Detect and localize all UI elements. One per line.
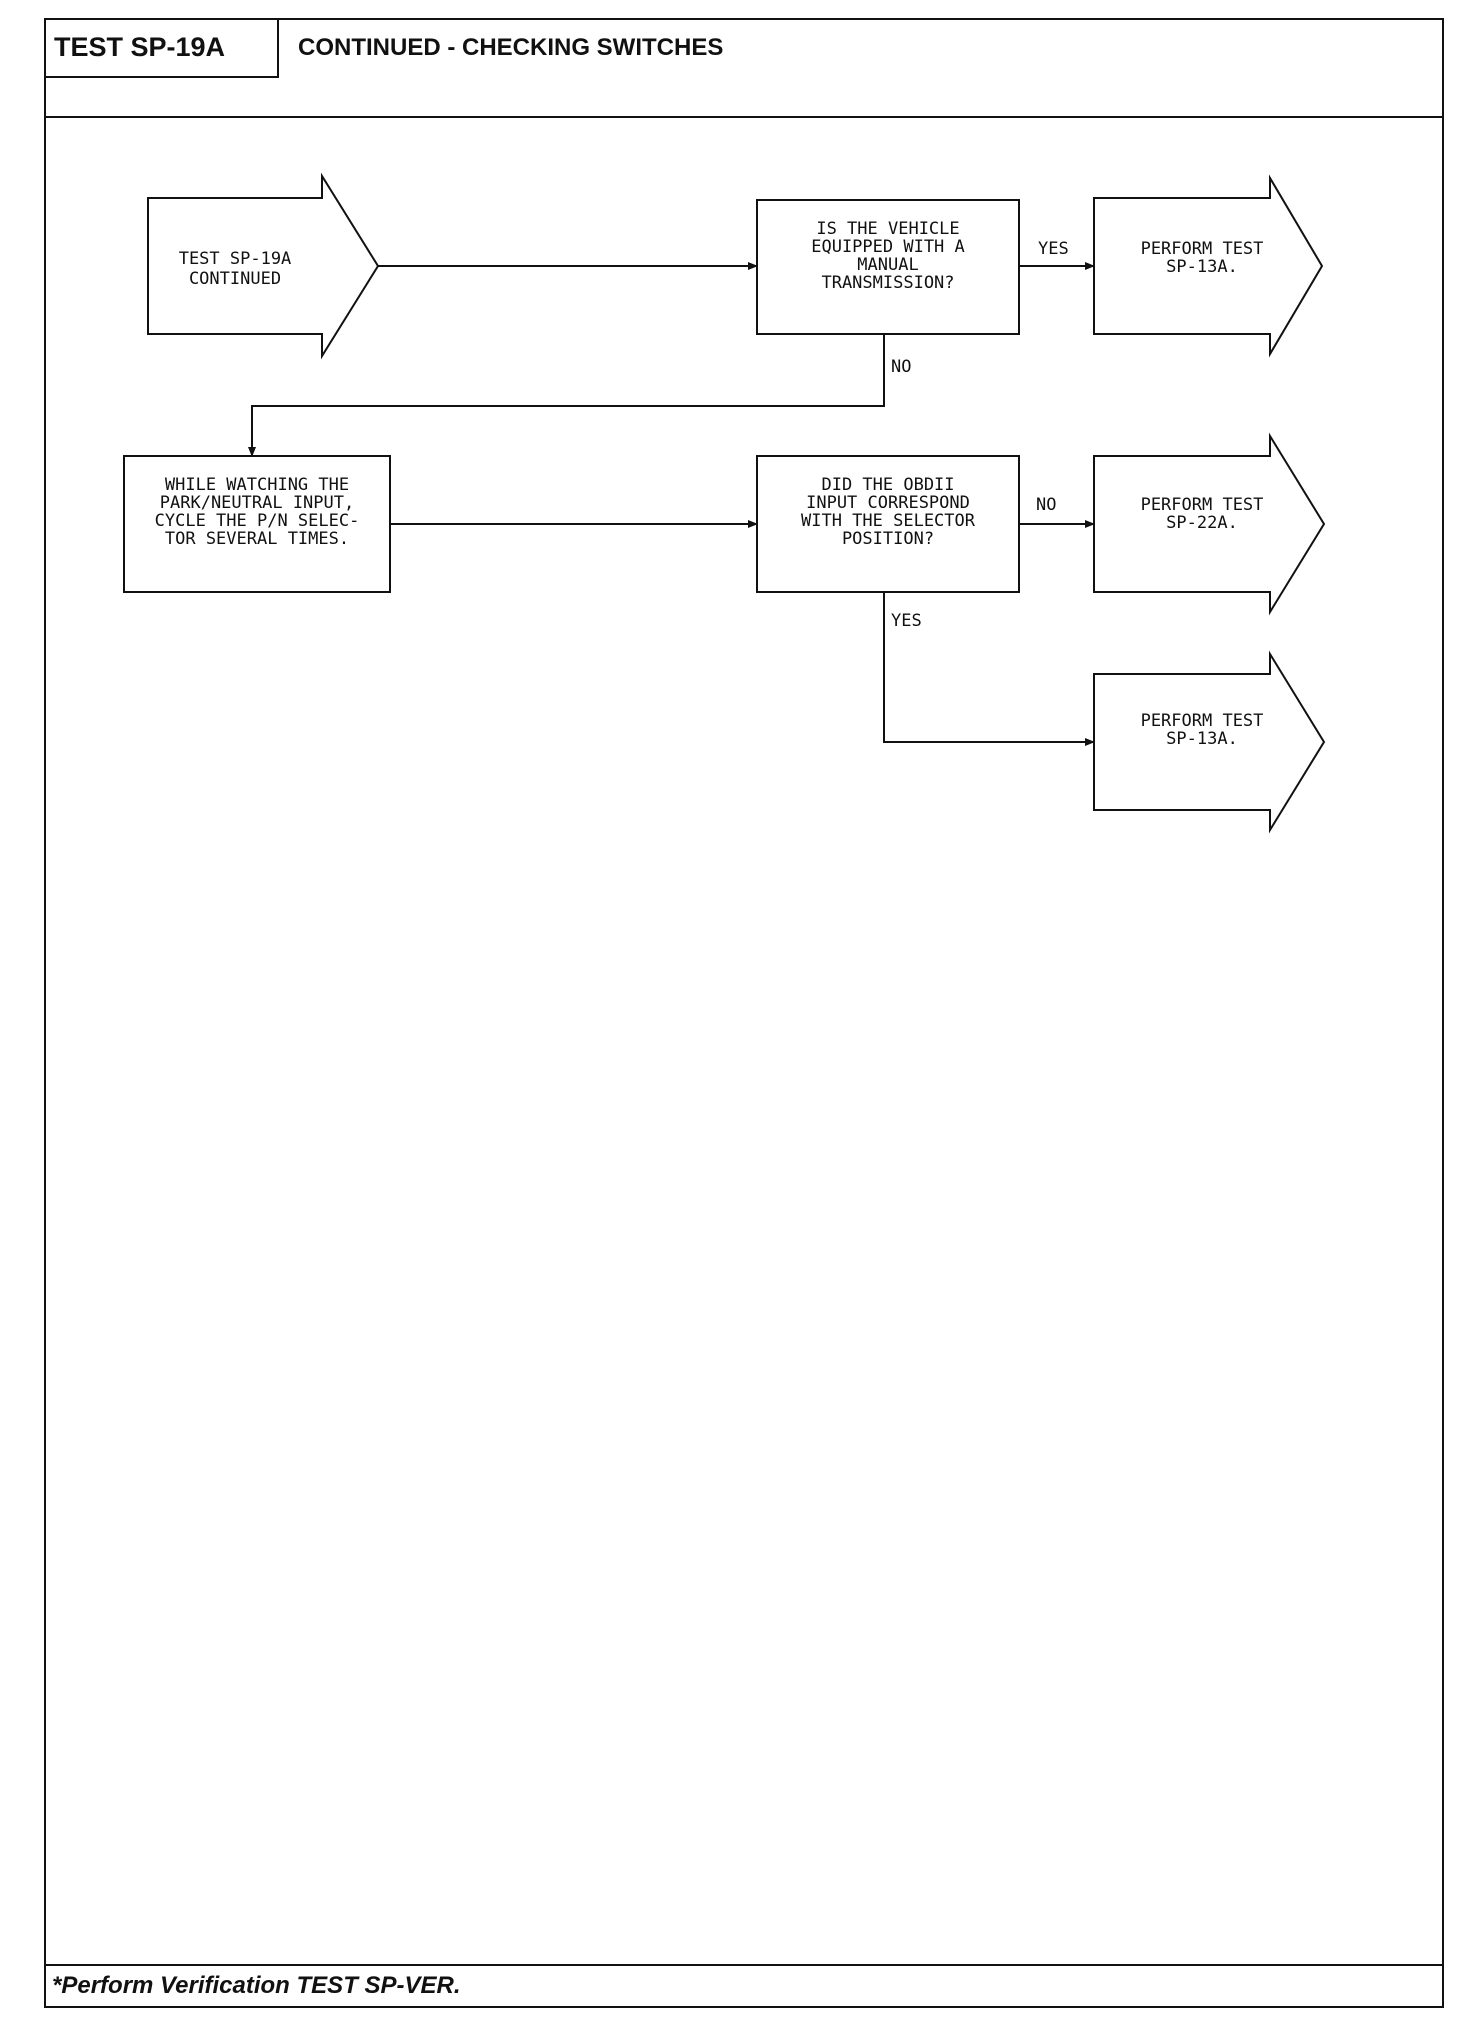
r2-node: PERFORM TEST SP-22A. [1093, 432, 1326, 616]
r2-text-line-2: SP-22A. [1166, 513, 1238, 533]
r1-text-line-2: SP-13A. [1166, 257, 1238, 277]
connector-q1-no [248, 334, 885, 457]
page-frame: TEST SP-19A CONTINUED - CHECKING SWITCHE… [44, 18, 1444, 2008]
footer-note: *Perform Verification TEST SP-VER. [52, 1972, 461, 1999]
r1-node: PERFORM TEST SP-13A. [1093, 174, 1324, 358]
q2-text-line-2: INPUT CORRESPOND [806, 493, 970, 513]
q1-text-line-3: MANUAL [857, 255, 918, 275]
q2-text-line-3: WITH THE SELECTOR [801, 511, 976, 531]
r3-node: PERFORM TEST SP-13A. [1093, 650, 1326, 834]
test-id-box: TEST SP-19A [46, 20, 279, 78]
footer: *Perform Verification TEST SP-VER. [46, 1964, 1442, 2006]
q1-yes-label: YES [1038, 239, 1069, 259]
q1-text-line-1: IS THE VEHICLE [816, 219, 959, 239]
page-title: CONTINUED - CHECKING SWITCHES [298, 34, 724, 61]
action-text-line-2: PARK/NEUTRAL INPUT, [160, 493, 354, 513]
q2-node: DID THE OBDII INPUT CORRESPOND WITH THE … [756, 455, 1020, 593]
start-text-line-2: CONTINUED [189, 269, 281, 289]
q1-no-label: NO [891, 357, 911, 377]
action-text-line-4: TOR SEVERAL TIMES. [165, 529, 349, 549]
q2-no-label: NO [1036, 495, 1056, 515]
r1-text-line-1: PERFORM TEST [1141, 239, 1264, 259]
r3-text-line-2: SP-13A. [1166, 729, 1238, 749]
q1-text-line-4: TRANSMISSION? [821, 273, 954, 293]
action-node: WHILE WATCHING THE PARK/NEUTRAL INPUT, C… [123, 455, 391, 593]
action-text-line-1: WHILE WATCHING THE [165, 475, 349, 495]
q2-text-line-4: POSITION? [842, 529, 934, 549]
header: TEST SP-19A CONTINUED - CHECKING SWITCHE… [46, 20, 1442, 118]
q2-yes-label: YES [891, 611, 922, 631]
q1-node: IS THE VEHICLE EQUIPPED WITH A MANUAL TR… [756, 199, 1020, 335]
r2-text-line-1: PERFORM TEST [1141, 495, 1264, 515]
action-text-line-3: CYCLE THE P/N SELEC- [155, 511, 360, 531]
q1-text-line-2: EQUIPPED WITH A [811, 237, 965, 257]
q2-text-line-1: DID THE OBDII [821, 475, 954, 495]
connector-q2-yes [883, 592, 1095, 746]
r3-text-line-1: PERFORM TEST [1141, 711, 1264, 731]
start-node: TEST SP-19A CONTINUED [147, 172, 380, 360]
start-text-line-1: TEST SP-19A [179, 249, 292, 269]
